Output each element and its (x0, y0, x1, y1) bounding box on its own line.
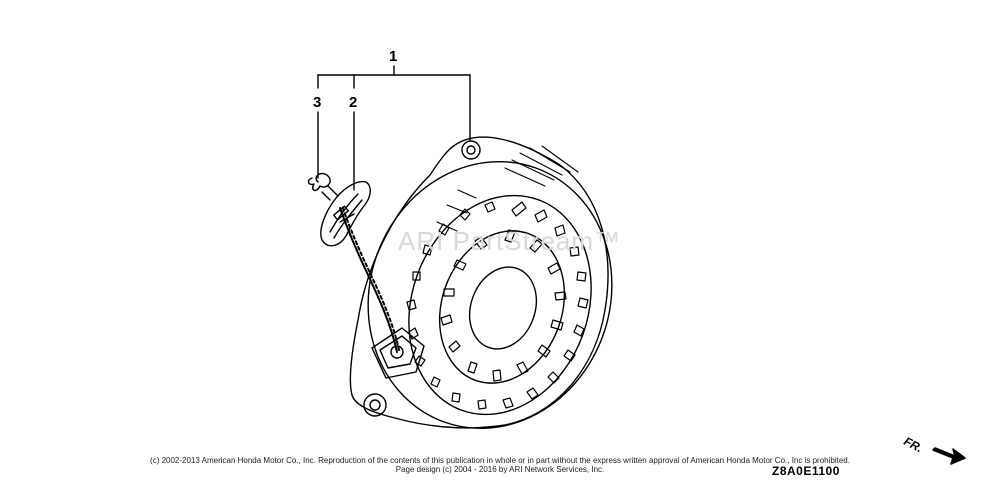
copyright-line-1: (c) 2002-2013 American Honda Motor Co., … (150, 456, 850, 465)
callout-2: 2 (349, 94, 358, 111)
arrow-right-down-icon (932, 447, 966, 465)
starter-grip (320, 180, 371, 247)
starter-housing (367, 160, 613, 430)
rope-knot (307, 172, 339, 201)
watermark: ARI PartStream™ (398, 226, 622, 256)
callout-1: 1 (389, 48, 398, 65)
rope-guide (371, 327, 425, 379)
callout-leaders (317, 65, 471, 191)
housing-ribs (406, 201, 589, 410)
callout-3: 3 (313, 94, 322, 111)
diagram-code: Z8A0E1100 (772, 464, 840, 478)
starter-rope (339, 205, 400, 353)
copyright-line-2: Page design (c) 2004 - 2016 by ARI Netwo… (395, 465, 605, 474)
starter-flange (349, 136, 609, 429)
housing-side-ribs (436, 145, 579, 232)
housing-inner-slots (440, 229, 567, 382)
